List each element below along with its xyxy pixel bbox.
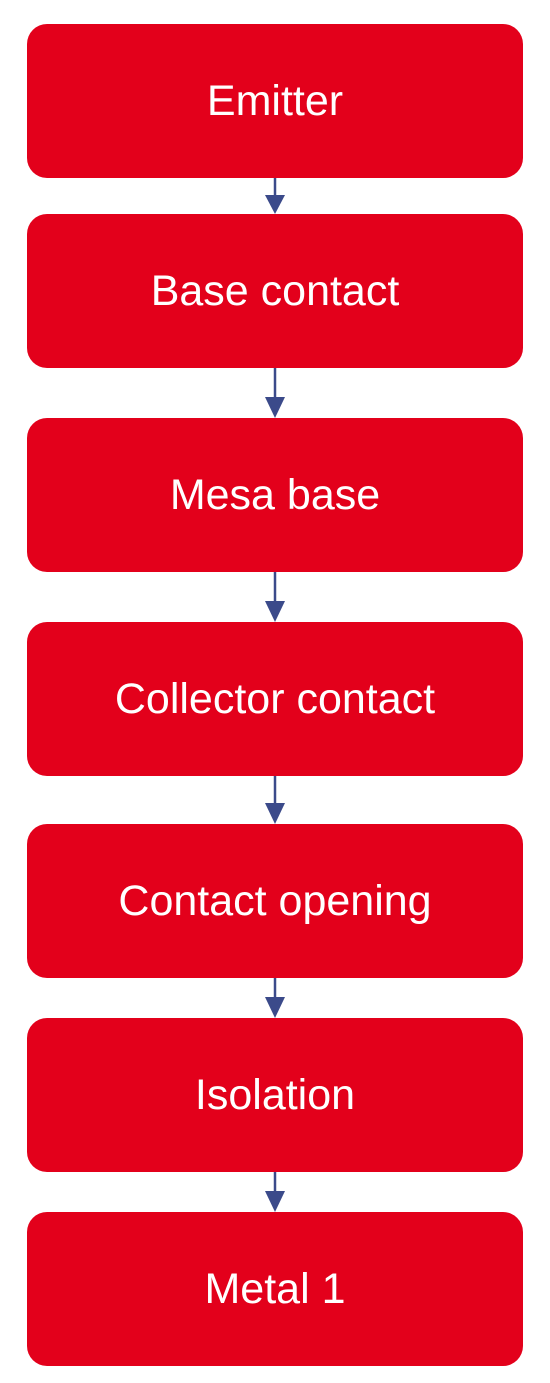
arrow-down-icon xyxy=(263,368,287,418)
step-base-contact: Base contact xyxy=(27,214,523,368)
step-label: Emitter xyxy=(206,76,344,125)
step-metal-1: Metal 1 xyxy=(27,1212,523,1366)
step-emitter: Emitter xyxy=(27,24,523,178)
arrow-down-icon xyxy=(263,978,287,1018)
step-label: Mesa base xyxy=(169,470,381,519)
arrow-down-icon xyxy=(263,1172,287,1212)
step-contact-opening: Contact opening xyxy=(27,824,523,978)
step-label: Metal 1 xyxy=(204,1264,346,1313)
step-mesa-base: Mesa base xyxy=(27,418,523,572)
step-label: Contact opening xyxy=(118,876,432,925)
step-label: Collector contact xyxy=(114,674,436,723)
step-isolation: Isolation xyxy=(27,1018,523,1172)
step-label: Base contact xyxy=(150,266,400,315)
step-label: Isolation xyxy=(194,1070,356,1119)
arrow-down-icon xyxy=(263,572,287,622)
arrow-down-icon xyxy=(263,776,287,824)
arrow-down-icon xyxy=(263,178,287,214)
step-collector-contact: Collector contact xyxy=(27,622,523,776)
